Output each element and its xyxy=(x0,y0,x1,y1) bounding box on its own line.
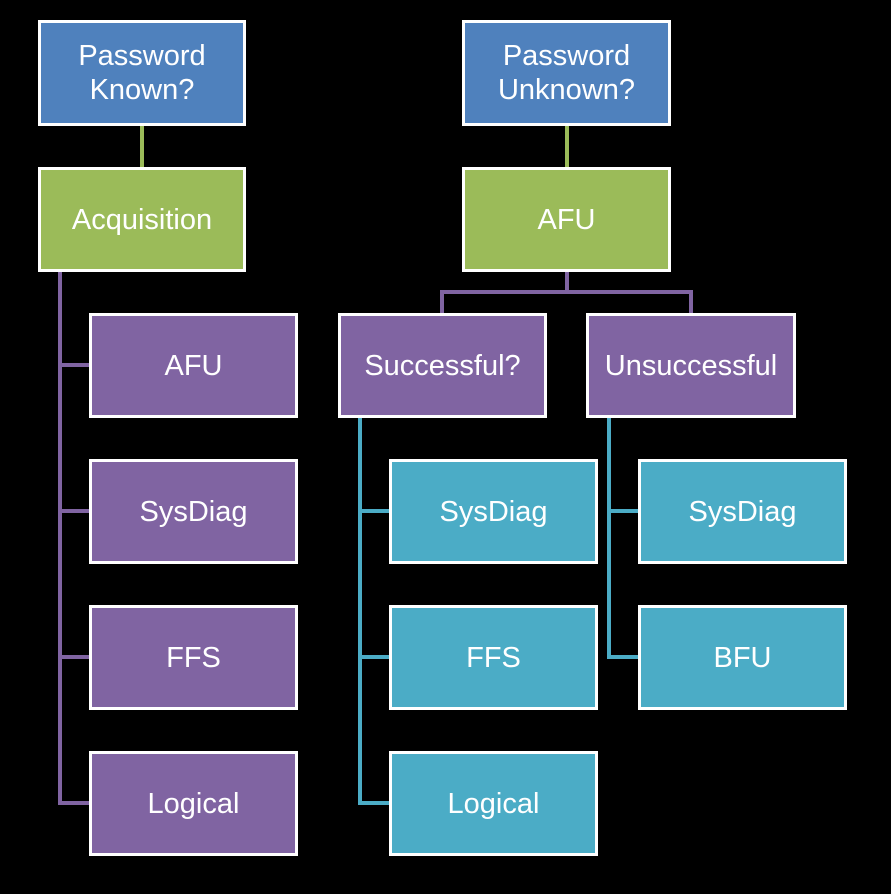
successful-sysdiag-node: SysDiag xyxy=(389,459,598,564)
left-ffs-node: FFS xyxy=(89,605,298,710)
acquisition-node: Acquisition xyxy=(38,167,246,272)
connector-right-question-to-method xyxy=(565,125,569,169)
connector-right-method-stem xyxy=(565,270,569,292)
connector-successful-trunk xyxy=(358,416,362,804)
connector-left-sysdiag xyxy=(58,509,90,513)
connector-successful-ffs xyxy=(358,655,390,659)
connector-right-to-successful xyxy=(440,290,444,315)
connector-unsuccessful-bfu xyxy=(607,655,639,659)
left-logical-node: Logical xyxy=(89,751,298,856)
right-afu-method-node: AFU xyxy=(462,167,671,272)
connector-successful-logical xyxy=(358,801,390,805)
left-afu-node: AFU xyxy=(89,313,298,418)
successful-ffs-node: FFS xyxy=(389,605,598,710)
connector-left-afu xyxy=(58,363,90,367)
left-sysdiag-node: SysDiag xyxy=(89,459,298,564)
connector-unsuccessful-trunk xyxy=(607,416,611,659)
unsuccessful-node: Unsuccessful xyxy=(586,313,796,418)
connector-right-branch-bar xyxy=(440,290,693,294)
connector-left-trunk xyxy=(58,270,62,804)
connector-left-question-to-method xyxy=(140,125,144,169)
connector-right-to-unsuccessful xyxy=(689,290,693,315)
connector-left-ffs xyxy=(58,655,90,659)
connector-unsuccessful-sysdiag xyxy=(607,509,639,513)
password-known-node: Password Known? xyxy=(38,20,246,126)
password-unknown-node: Password Unknown? xyxy=(462,20,671,126)
successful-node: Successful? xyxy=(338,313,547,418)
successful-logical-node: Logical xyxy=(389,751,598,856)
unsuccessful-bfu-node: BFU xyxy=(638,605,847,710)
unsuccessful-sysdiag-node: SysDiag xyxy=(638,459,847,564)
connector-left-logical xyxy=(58,801,90,805)
connector-successful-sysdiag xyxy=(358,509,390,513)
